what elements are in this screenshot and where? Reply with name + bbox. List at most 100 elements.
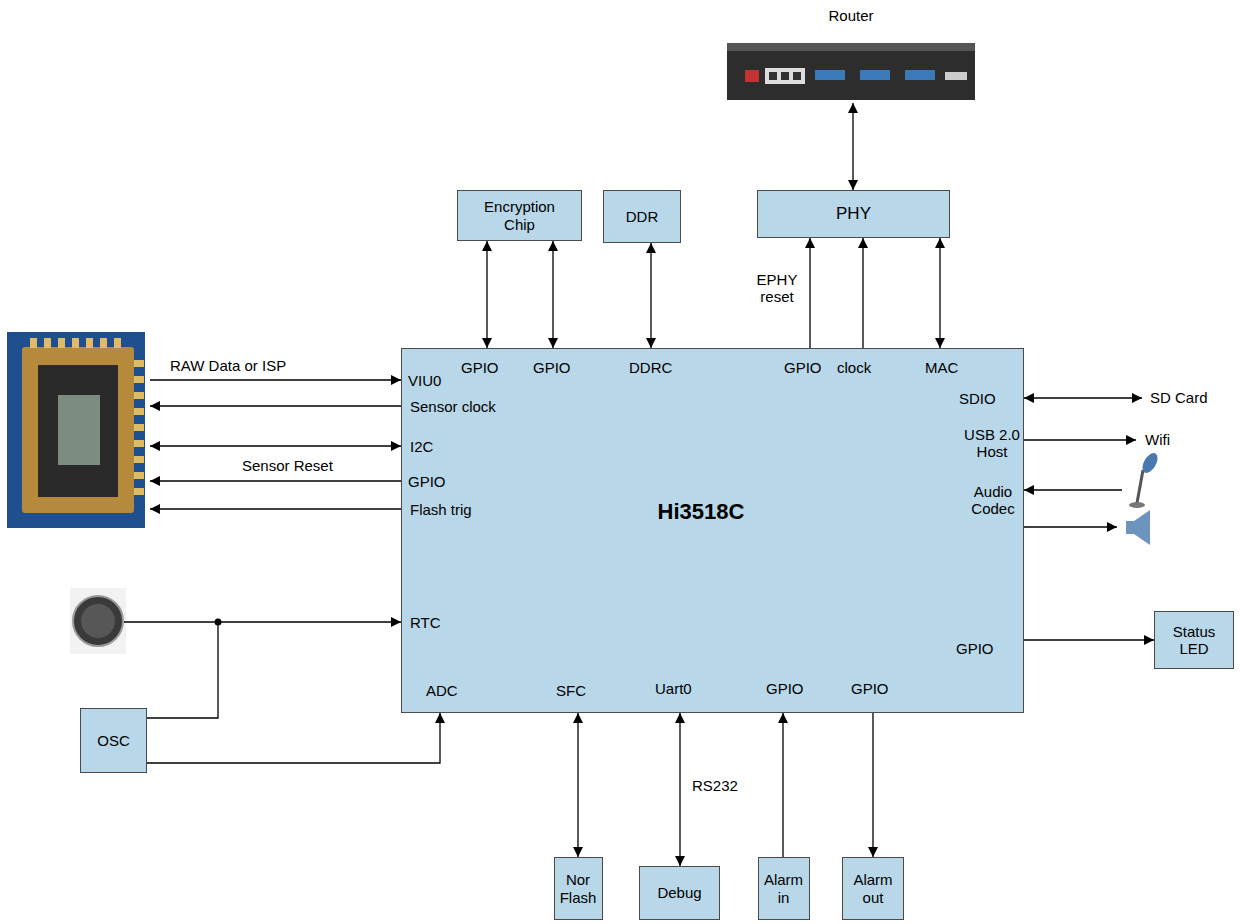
pin-label: GPIO — [408, 473, 446, 490]
memory-box: DDR — [603, 190, 681, 243]
router-photo — [727, 43, 975, 100]
signal-arrow — [150, 405, 401, 406]
connector-arrow — [147, 713, 440, 763]
speaker-shape — [1126, 510, 1150, 545]
box-label: OSC — [97, 732, 130, 749]
battery-face — [81, 604, 115, 638]
router-connector — [905, 70, 935, 80]
connector-group — [147, 103, 1154, 866]
signal-arrow — [150, 480, 401, 481]
pin-label: GPIO — [461, 359, 499, 376]
router-port — [769, 72, 777, 80]
pin-label: RTC — [410, 614, 441, 631]
connector-arrow — [679, 713, 680, 866]
router-body — [727, 43, 975, 100]
battery-wire — [124, 621, 218, 622]
peripheral-label: SD Card — [1148, 389, 1210, 406]
signal-arrow — [1024, 526, 1117, 527]
pin-label: USB 2.0 Host — [963, 426, 1021, 461]
pin-label: DDRC — [629, 359, 672, 376]
debug-box: Debug — [639, 866, 720, 920]
edge-label: EPHY reset — [750, 271, 804, 306]
signal-label: Sensor Reset — [240, 457, 335, 474]
router-connector — [860, 70, 890, 80]
battery-ground — [70, 588, 126, 654]
pin-label: SDIO — [959, 390, 996, 407]
router-port — [793, 72, 801, 80]
chip-box: Encryption Chip — [457, 190, 582, 241]
box-label: Nor Flash — [559, 871, 598, 906]
connector-arrow — [782, 713, 783, 857]
connector-arrow — [147, 622, 401, 718]
connector-arrow — [939, 238, 940, 348]
signal-arrow — [150, 379, 401, 380]
connector-arrow — [650, 243, 651, 348]
pin-label: ADC — [426, 682, 458, 699]
flash-box: Nor Flash — [554, 857, 603, 920]
pin-label: MAC — [925, 359, 958, 376]
chip-name: Hi3518C — [658, 499, 745, 524]
signal-arrow — [150, 508, 401, 509]
pin-label: GPIO — [533, 359, 571, 376]
signal-arrow — [1024, 489, 1122, 490]
box-label: Encryption Chip — [475, 198, 565, 233]
connector-arrow — [862, 238, 863, 348]
box-label: PHY — [836, 204, 871, 224]
phy-box: PHY — [757, 190, 950, 238]
router-connector — [815, 70, 845, 80]
router-node: Router — [722, 3, 980, 103]
pin-label: I2C — [410, 438, 433, 455]
microphone-icon — [1129, 450, 1161, 508]
soc-box: GPIO GPIO DDRC GPIO clock MAC VIU0Sensor clock… — [401, 348, 1024, 713]
pin-label: SFC — [556, 682, 586, 699]
router-connector — [945, 72, 967, 80]
mic-base — [1129, 502, 1145, 508]
speaker-icon — [1126, 510, 1150, 545]
pin-label: GPIO — [851, 680, 889, 697]
router-top — [727, 43, 975, 51]
box-label: Alarm in — [763, 871, 805, 906]
signal-label: RAW Data or ISP — [168, 357, 288, 374]
mic-head — [1139, 450, 1160, 475]
led-box: Status LED — [1154, 611, 1234, 669]
connector-arrow — [852, 103, 853, 190]
mic-stand — [1137, 470, 1143, 503]
signal-arrow — [1024, 397, 1142, 398]
box-label: DDR — [626, 208, 659, 225]
connector-arrow — [1024, 639, 1154, 640]
pin-label: Audio Codec — [965, 483, 1021, 518]
peripheral-label: Wifi — [1143, 431, 1172, 448]
connector-arrow — [486, 241, 487, 348]
pin-label: clock — [837, 359, 871, 376]
image-sensor-photo — [7, 332, 145, 528]
box-label: Alarm out — [847, 871, 899, 906]
router-ports — [765, 68, 805, 84]
connector-arrow — [552, 241, 553, 348]
connector-arrow — [577, 713, 578, 857]
alarm-box: Alarm in — [758, 857, 810, 920]
sensor-package — [22, 347, 134, 513]
pin-label: GPIO — [956, 640, 994, 657]
sensor-die-frame — [38, 365, 118, 497]
pin-label: Sensor clock — [410, 398, 496, 415]
device-label: Router — [828, 7, 873, 24]
router-power — [745, 70, 759, 82]
pin-label: VIU0 — [408, 372, 441, 389]
signal-arrow — [1024, 439, 1136, 440]
sensor-die — [58, 395, 100, 465]
sensor-board — [7, 332, 145, 528]
alarm-box: Alarm out — [842, 857, 904, 920]
pin-label: Uart0 — [655, 680, 692, 697]
box-label: Status LED — [1159, 623, 1229, 658]
signal-arrow — [150, 445, 401, 446]
oscillator-box: OSC — [80, 708, 147, 773]
pin-label: Flash trig — [410, 501, 472, 518]
pin-label: GPIO — [784, 359, 822, 376]
router-port — [781, 72, 789, 80]
edge-label: RS232 — [690, 777, 740, 794]
coin-battery — [70, 588, 126, 654]
pin-label: GPIO — [766, 680, 804, 697]
connector-arrow — [809, 238, 810, 348]
